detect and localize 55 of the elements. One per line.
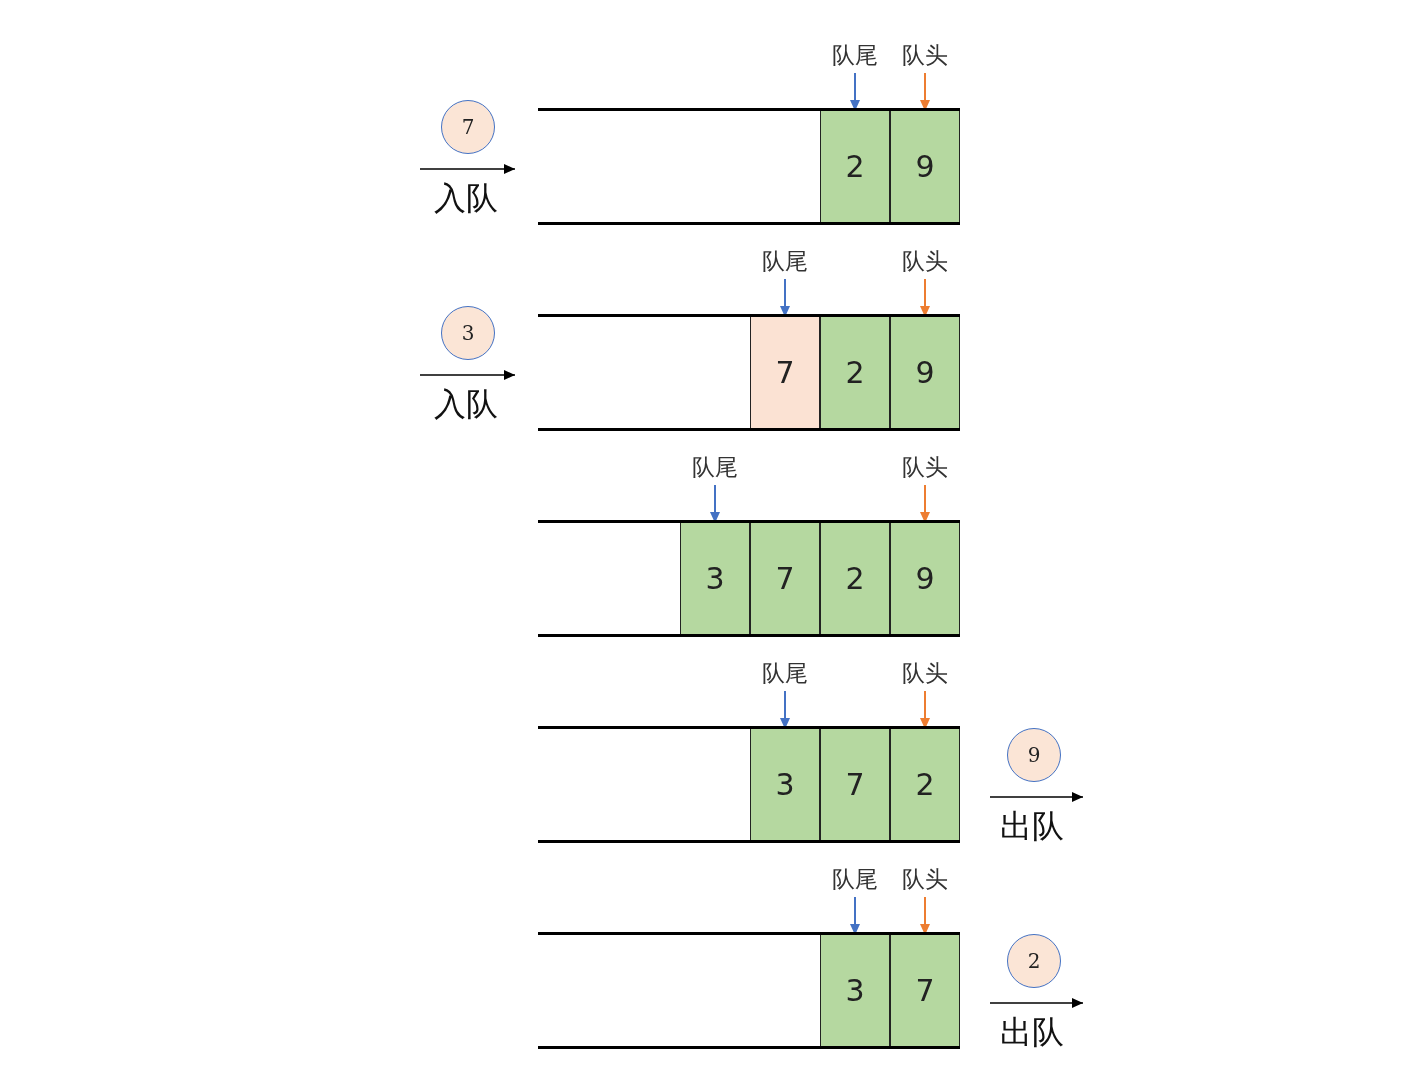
element-value: 9	[1027, 743, 1041, 767]
cell-value: 7	[915, 972, 935, 1009]
element-circle	[1007, 728, 1061, 782]
queue-cell	[820, 729, 890, 840]
element-circle	[441, 306, 495, 360]
queue-cell	[680, 523, 750, 634]
cell-value: 2	[915, 766, 935, 803]
queue-channel	[538, 726, 960, 843]
cell-value: 2	[845, 148, 865, 185]
pointer-label: 队尾	[825, 864, 885, 894]
element-value: 7	[461, 115, 475, 139]
pointer-label: 队头	[895, 452, 955, 482]
pointer-label: 队尾	[755, 246, 815, 276]
cell-value: 7	[775, 354, 795, 391]
pointer-label: 队尾	[685, 452, 745, 482]
cell-value: 2	[845, 354, 865, 391]
queue-cell	[890, 729, 960, 840]
pointer-label: 队头	[895, 864, 955, 894]
pointer-label: 队尾	[825, 40, 885, 70]
queue-channel	[538, 314, 960, 431]
cell-value: 2	[845, 560, 865, 597]
queue-cell	[890, 111, 960, 222]
cell-value: 7	[775, 560, 795, 597]
queue-cell	[820, 317, 890, 428]
pointer-label: 队头	[895, 658, 955, 688]
cell-value: 3	[705, 560, 725, 597]
cell-value: 3	[775, 766, 795, 803]
queue-cell	[820, 935, 890, 1046]
direction-label: 出队	[1000, 806, 1064, 846]
pointer-label: 队头	[895, 246, 955, 276]
cell-value: 9	[915, 560, 935, 597]
queue-cell	[750, 523, 820, 634]
direction-label: 入队	[434, 384, 498, 424]
cell-value: 9	[915, 148, 935, 185]
queue-cell	[820, 523, 890, 634]
queue-cell	[750, 729, 820, 840]
cell-value: 3	[845, 972, 865, 1009]
queue-cell	[750, 317, 820, 428]
pointer-label: 队头	[895, 40, 955, 70]
queue-channel	[538, 108, 960, 225]
direction-label: 入队	[434, 178, 498, 218]
queue-cell	[820, 111, 890, 222]
queue-cell	[890, 523, 960, 634]
element-circle	[1007, 934, 1061, 988]
element-value: 3	[461, 321, 475, 345]
pointer-label: 队尾	[755, 658, 815, 688]
queue-cell	[890, 935, 960, 1046]
element-value: 2	[1027, 949, 1041, 973]
queue-channel	[538, 932, 960, 1049]
element-circle	[441, 100, 495, 154]
cell-value: 7	[845, 766, 865, 803]
queue-cell	[890, 317, 960, 428]
queue-channel	[538, 520, 960, 637]
cell-value: 9	[915, 354, 935, 391]
direction-label: 出队	[1000, 1012, 1064, 1052]
